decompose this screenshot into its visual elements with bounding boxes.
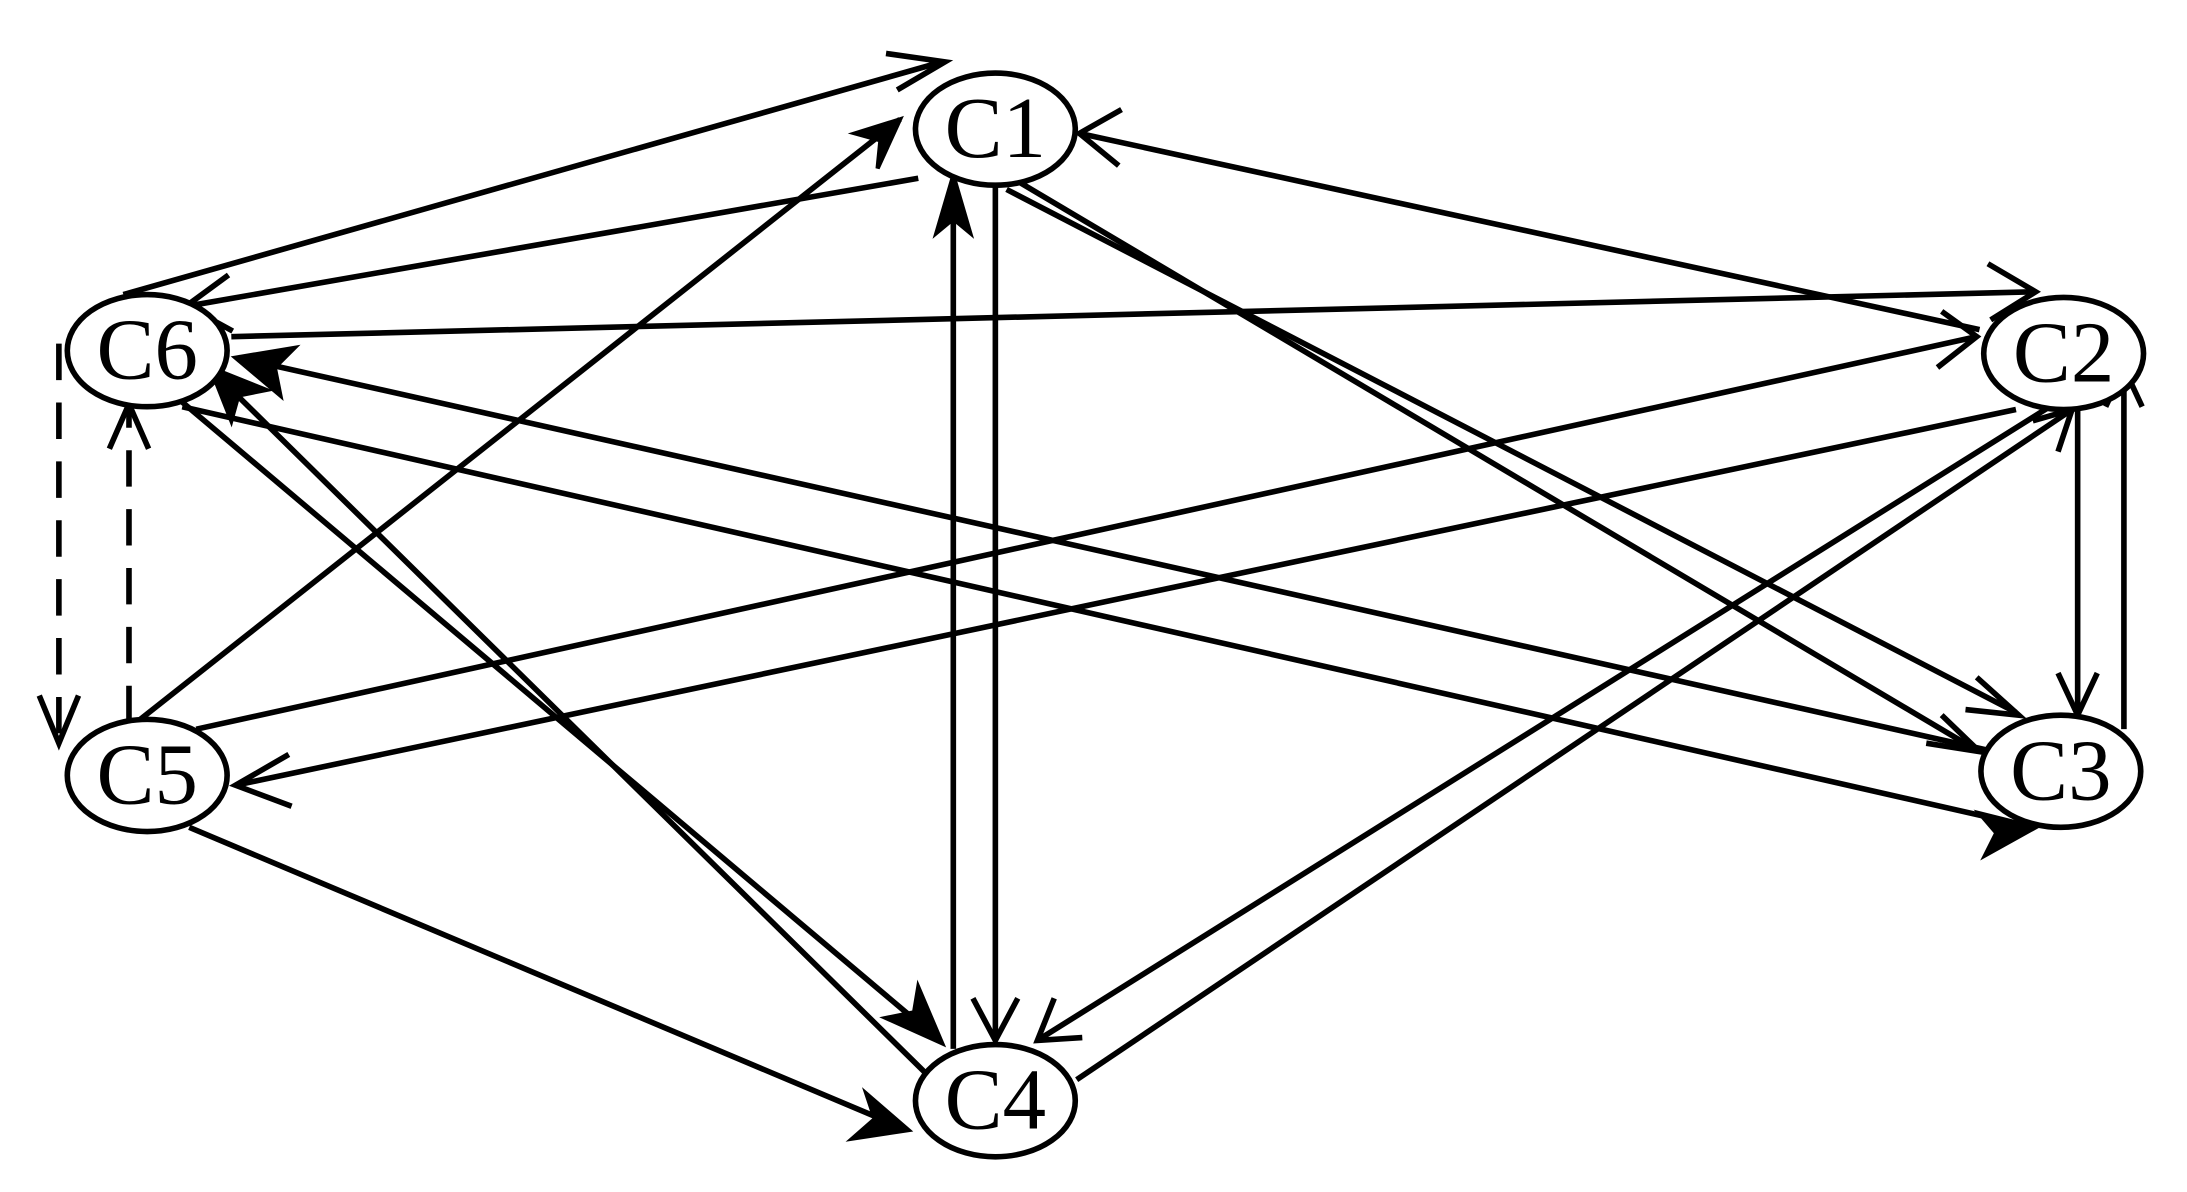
edge-c5-c4 xyxy=(188,824,914,1142)
node-label-c4: C4 xyxy=(945,1052,1046,1148)
edge-c2-c4 xyxy=(1033,404,2052,1044)
edge-c1-c6 xyxy=(181,175,919,334)
node-c5[interactable]: C5 xyxy=(64,716,230,835)
node-label-c1: C1 xyxy=(945,80,1046,176)
node-c1[interactable]: C1 xyxy=(912,70,1079,189)
edge-c2-c3 xyxy=(2055,409,2100,722)
node-label-c2: C2 xyxy=(2013,305,2114,401)
edge-c3-c2 xyxy=(2103,360,2145,730)
edge-c2-c5 xyxy=(228,406,2017,809)
edge-c6-c4 xyxy=(177,397,947,1048)
node-c6[interactable]: C6 xyxy=(64,291,230,410)
edge-c6-c2 xyxy=(231,261,2041,340)
edge-c6-c1 xyxy=(122,50,954,298)
node-label-c6: C6 xyxy=(96,302,197,398)
node-label-c3: C3 xyxy=(2010,722,2111,818)
node-c3[interactable]: C3 xyxy=(1978,712,2144,831)
edge-c5-c6-dashed xyxy=(106,396,152,723)
node-label-c5: C5 xyxy=(96,726,197,822)
edge-c4-c6 xyxy=(206,363,935,1082)
edge-c6-c5-dashed xyxy=(36,343,82,751)
edge-c5-c2 xyxy=(195,309,1982,732)
edge-c3-c6 xyxy=(230,344,1989,753)
edge-c6-c3 xyxy=(181,404,2042,861)
edges xyxy=(36,50,2145,1142)
nodes: C1 C2 C3 C4 C5 C6 xyxy=(64,70,2147,1160)
edge-c4-c1 xyxy=(932,167,975,1049)
node-c2[interactable]: C2 xyxy=(1980,294,2147,413)
edge-c1-c3-b xyxy=(1013,177,1988,756)
node-c4[interactable]: C4 xyxy=(912,1041,1079,1160)
edge-c1-c3-a xyxy=(1005,186,2028,719)
edge-c1-c4 xyxy=(970,182,1021,1047)
